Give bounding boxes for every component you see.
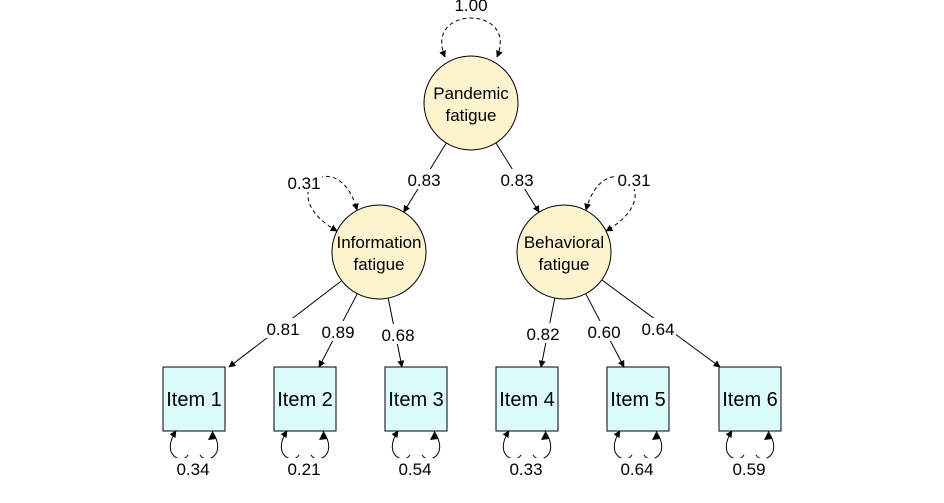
- variance-label-bg: [286, 458, 322, 478]
- path-label-bg: [525, 323, 561, 343]
- variance-loop-i2: [281, 431, 330, 460]
- variance-value-i5: 0.64: [620, 460, 653, 479]
- variance-loop-i4: [503, 431, 552, 460]
- latent-node-label: fatigue: [353, 255, 404, 274]
- latent-node-pf: Pandemic fatigue: [423, 55, 519, 151]
- observed-node-i5: Item 5: [606, 366, 670, 432]
- observed-node-label: Item 2: [277, 389, 333, 411]
- path-label-bg: [380, 324, 416, 344]
- path-label-bg: [499, 169, 535, 189]
- variance-arrowhead: [430, 432, 438, 440]
- path-coefficient-bf-i6: 0.64: [641, 320, 674, 339]
- variance-arrowhead: [764, 432, 772, 440]
- latent-circle: [331, 204, 427, 300]
- path-coefficient-if-i2: 0.89: [321, 323, 354, 342]
- labels-layer: 0.83 0.83 0.81 0.89 0.68 0.82 0.60 0.64 1.00 0.31…: [175, 0, 767, 479]
- latent-node-label: Information: [336, 233, 421, 252]
- variance-value-i2: 0.21: [287, 460, 320, 479]
- variance-label-bg: [619, 458, 655, 478]
- variance-loop-bf: [584, 175, 636, 232]
- variance-label-bg: [286, 172, 322, 192]
- variance-value-bf: 0.31: [617, 171, 650, 190]
- latent-node-bf: Behavioral fatigue: [516, 204, 612, 300]
- path-label-bg: [320, 321, 356, 341]
- observed-box: [384, 366, 448, 432]
- path-coefficient-pf-bf: 0.83: [500, 171, 533, 190]
- latent-node-label: fatigue: [445, 106, 496, 125]
- observed-box: [273, 366, 337, 432]
- latent-node-label: Pandemic: [433, 84, 509, 103]
- latent-circle: [516, 204, 612, 300]
- observed-box: [495, 366, 559, 432]
- observed-node-i2: Item 2: [273, 366, 337, 432]
- latent-node-if: Information fatigue: [331, 204, 427, 300]
- observed-node-i4: Item 4: [495, 366, 559, 432]
- variance-arrowhead: [319, 432, 327, 440]
- variance-loop-i3: [392, 431, 441, 460]
- variance-value-i1: 0.34: [176, 460, 209, 479]
- variance-value-if: 0.31: [287, 174, 320, 193]
- path-coefficient-pf-if: 0.83: [407, 171, 440, 190]
- observed-box: [162, 366, 226, 432]
- observed-node-i1: Item 1: [162, 366, 226, 432]
- observed-node-label: Item 4: [499, 389, 555, 411]
- variance-loop-i6: [726, 431, 775, 460]
- path-label-bg: [265, 318, 301, 338]
- variance-arrowhead: [652, 432, 660, 440]
- observed-node-i6: Item 6: [718, 366, 782, 432]
- nodes-layer: PandemicfatigueInformationfatigueBehavio…: [162, 55, 782, 432]
- latent-circle: [423, 55, 519, 151]
- observed-node-label: Item 6: [722, 389, 778, 411]
- variance-loop-pf: [439, 17, 503, 58]
- variance-value-i3: 0.54: [398, 460, 431, 479]
- variance-loop-i1: [170, 431, 219, 460]
- variance-label-bg: [616, 169, 652, 189]
- observed-box: [606, 366, 670, 432]
- variance-label-bg: [731, 458, 767, 478]
- observed-node-label: Item 5: [610, 389, 666, 411]
- variance-value-i4: 0.33: [509, 460, 542, 479]
- latent-node-label: Behavioral: [524, 233, 604, 252]
- path-coefficient-bf-i4: 0.82: [526, 325, 559, 344]
- variance-label-bg: [508, 458, 544, 478]
- path-label-bg: [406, 169, 442, 189]
- path-label-bg: [586, 321, 622, 341]
- path-label-bg: [640, 318, 676, 338]
- variance-value-pf: 1.00: [454, 0, 487, 15]
- observed-box: [718, 366, 782, 432]
- variance-label-bg: [397, 458, 433, 478]
- variance-label-bg: [175, 458, 211, 478]
- variance-loops-layer: [170, 17, 775, 460]
- latent-node-label: fatigue: [538, 255, 589, 274]
- observed-node-i3: Item 3: [384, 366, 448, 432]
- observed-node-label: Item 3: [388, 389, 444, 411]
- variance-arrowhead: [541, 432, 549, 440]
- path-coefficient-if-i1: 0.81: [266, 320, 299, 339]
- path-coefficient-if-i3: 0.68: [381, 326, 414, 345]
- path-coefficient-bf-i5: 0.60: [587, 323, 620, 342]
- observed-node-label: Item 1: [166, 389, 222, 411]
- variance-arrowhead: [208, 432, 216, 440]
- variance-value-i6: 0.59: [732, 460, 765, 479]
- variance-loop-i5: [614, 431, 663, 460]
